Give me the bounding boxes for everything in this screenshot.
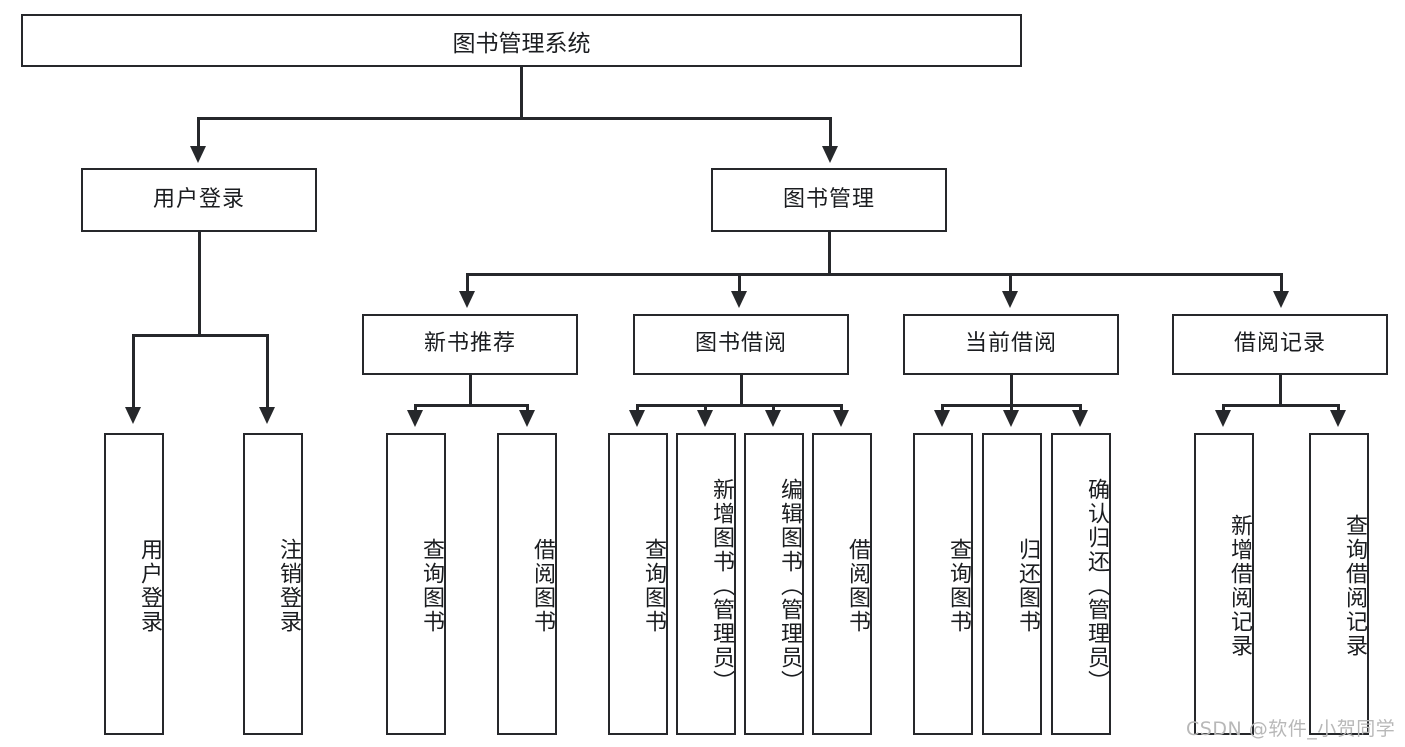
- node-label: 确认归还（管理员）: [1084, 478, 1109, 694]
- connector-book-borrow-to-leaf-3: [840, 404, 843, 412]
- leaf-new-book-borrow-book[interactable]: 借阅图书: [497, 433, 557, 735]
- arrow-current-borrow-to-leaf-1: [1003, 410, 1019, 427]
- connector-root-to-book-management: [829, 117, 832, 149]
- node-label: 借阅图书: [845, 538, 870, 634]
- leaf-book-borrow-edit-book-admin[interactable]: 编辑图书（管理员）: [744, 433, 804, 735]
- connector-user-login-to-leaf-0: [132, 334, 135, 410]
- connector-book-management-bus: [466, 273, 1282, 276]
- node-book-borrow[interactable]: 图书借阅: [633, 314, 849, 375]
- node-current-borrow[interactable]: 当前借阅: [903, 314, 1119, 375]
- connector-book-borrow-stem: [740, 375, 743, 406]
- arrow-current-borrow-to-leaf-2: [1072, 410, 1088, 427]
- node-label: 图书管理系统: [452, 30, 591, 57]
- arrow-book-borrow-to-leaf-2: [765, 410, 781, 427]
- node-label: 新书推荐: [423, 331, 516, 357]
- arrow-new-book-to-leaf-1: [519, 410, 535, 427]
- node-label: 图书管理: [782, 186, 875, 212]
- leaf-borrow-record-query-record[interactable]: 查询借阅记录: [1309, 433, 1369, 735]
- connector-book-borrow-to-leaf-0: [636, 404, 639, 412]
- connector-bm-to-borrow-record: [1280, 273, 1283, 295]
- node-user-login[interactable]: 用户登录: [81, 168, 317, 232]
- arrow-bm-to-current-borrow: [1002, 291, 1018, 308]
- leaf-book-borrow-add-book-admin[interactable]: 新增图书（管理员）: [676, 433, 736, 735]
- arrow-root-to-user-login: [190, 146, 206, 163]
- node-label: 查询借阅记录: [1342, 514, 1367, 658]
- node-label: 编辑图书（管理员）: [777, 478, 802, 694]
- leaf-book-borrow-borrow-book[interactable]: 借阅图书: [812, 433, 872, 735]
- connector-book-borrow-to-leaf-1: [704, 404, 707, 412]
- connector-new-book-bus: [414, 404, 528, 407]
- connector-borrow-record-stem: [1279, 375, 1282, 406]
- leaf-user-login-logout[interactable]: 注销登录: [243, 433, 303, 735]
- node-new-book-recommend[interactable]: 新书推荐: [362, 314, 578, 375]
- connector-root-stem: [520, 67, 523, 119]
- arrow-bm-to-borrow-record: [1273, 291, 1289, 308]
- arrow-book-borrow-to-leaf-1: [697, 410, 713, 427]
- watermark-text: CSDN @软件_小贺同学: [1186, 718, 1396, 740]
- arrow-current-borrow-to-leaf-0: [934, 410, 950, 427]
- arrow-book-borrow-to-leaf-0: [629, 410, 645, 427]
- connector-borrow-record-to-leaf-0: [1222, 404, 1225, 412]
- node-book-management[interactable]: 图书管理: [711, 168, 947, 232]
- connector-current-borrow-to-leaf-2: [1079, 404, 1082, 412]
- arrow-book-borrow-to-leaf-3: [833, 410, 849, 427]
- connector-user-login-stem: [198, 232, 201, 336]
- leaf-book-borrow-query-book[interactable]: 查询图书: [608, 433, 668, 735]
- connector-borrow-record-to-leaf-1: [1337, 404, 1340, 412]
- connector-book-borrow-bus: [636, 404, 842, 407]
- node-label: 注销登录: [276, 538, 301, 634]
- node-borrow-record[interactable]: 借阅记录: [1172, 314, 1388, 375]
- connector-bm-to-book-borrow: [738, 273, 741, 295]
- arrow-borrow-record-to-leaf-1: [1330, 410, 1346, 427]
- arrow-borrow-record-to-leaf-0: [1215, 410, 1231, 427]
- connector-book-borrow-to-leaf-2: [772, 404, 775, 412]
- connector-new-book-stem: [469, 375, 472, 406]
- arrow-user-login-to-leaf-1: [259, 407, 275, 424]
- connector-current-borrow-to-leaf-1: [1010, 404, 1013, 412]
- node-label: 归还图书: [1015, 538, 1040, 634]
- connector-user-login-to-leaf-1: [266, 334, 269, 410]
- connector-user-login-bus: [132, 334, 268, 337]
- connector-root-bus: [197, 117, 832, 120]
- node-label: 新增借阅记录: [1227, 514, 1252, 658]
- connector-new-book-to-leaf-0: [414, 404, 417, 412]
- node-label: 图书借阅: [694, 331, 787, 357]
- node-label: 查询图书: [946, 538, 971, 634]
- node-root-book-management-system[interactable]: 图书管理系统: [21, 14, 1022, 67]
- arrow-root-to-book-management: [822, 146, 838, 163]
- node-label: 查询图书: [419, 538, 444, 634]
- arrow-bm-to-book-borrow: [731, 291, 747, 308]
- arrow-user-login-to-leaf-0: [125, 407, 141, 424]
- leaf-current-borrow-confirm-return-admin[interactable]: 确认归还（管理员）: [1051, 433, 1111, 735]
- connector-current-borrow-to-leaf-0: [941, 404, 944, 412]
- connector-bm-to-new-book: [466, 273, 469, 295]
- node-label: 查询图书: [641, 538, 666, 634]
- node-label: 借阅记录: [1233, 331, 1326, 357]
- leaf-current-borrow-return-book[interactable]: 归还图书: [982, 433, 1042, 735]
- node-label: 用户登录: [137, 538, 162, 634]
- arrow-bm-to-new-book: [459, 291, 475, 308]
- connector-book-management-stem: [828, 232, 831, 275]
- leaf-borrow-record-add-record[interactable]: 新增借阅记录: [1194, 433, 1254, 735]
- leaf-user-login-login[interactable]: 用户登录: [104, 433, 164, 735]
- connector-bm-to-current-borrow: [1009, 273, 1012, 295]
- arrow-new-book-to-leaf-0: [407, 410, 423, 427]
- connector-current-borrow-stem: [1010, 375, 1013, 406]
- node-label: 借阅图书: [530, 538, 555, 634]
- connector-borrow-record-bus: [1222, 404, 1339, 407]
- node-label: 用户登录: [152, 186, 245, 212]
- node-label: 新增图书（管理员）: [709, 478, 734, 694]
- leaf-current-borrow-query-book[interactable]: 查询图书: [913, 433, 973, 735]
- connector-new-book-to-leaf-1: [526, 404, 529, 412]
- node-label: 当前借阅: [964, 331, 1057, 357]
- connector-root-to-user-login: [197, 117, 200, 149]
- leaf-new-book-query-book[interactable]: 查询图书: [386, 433, 446, 735]
